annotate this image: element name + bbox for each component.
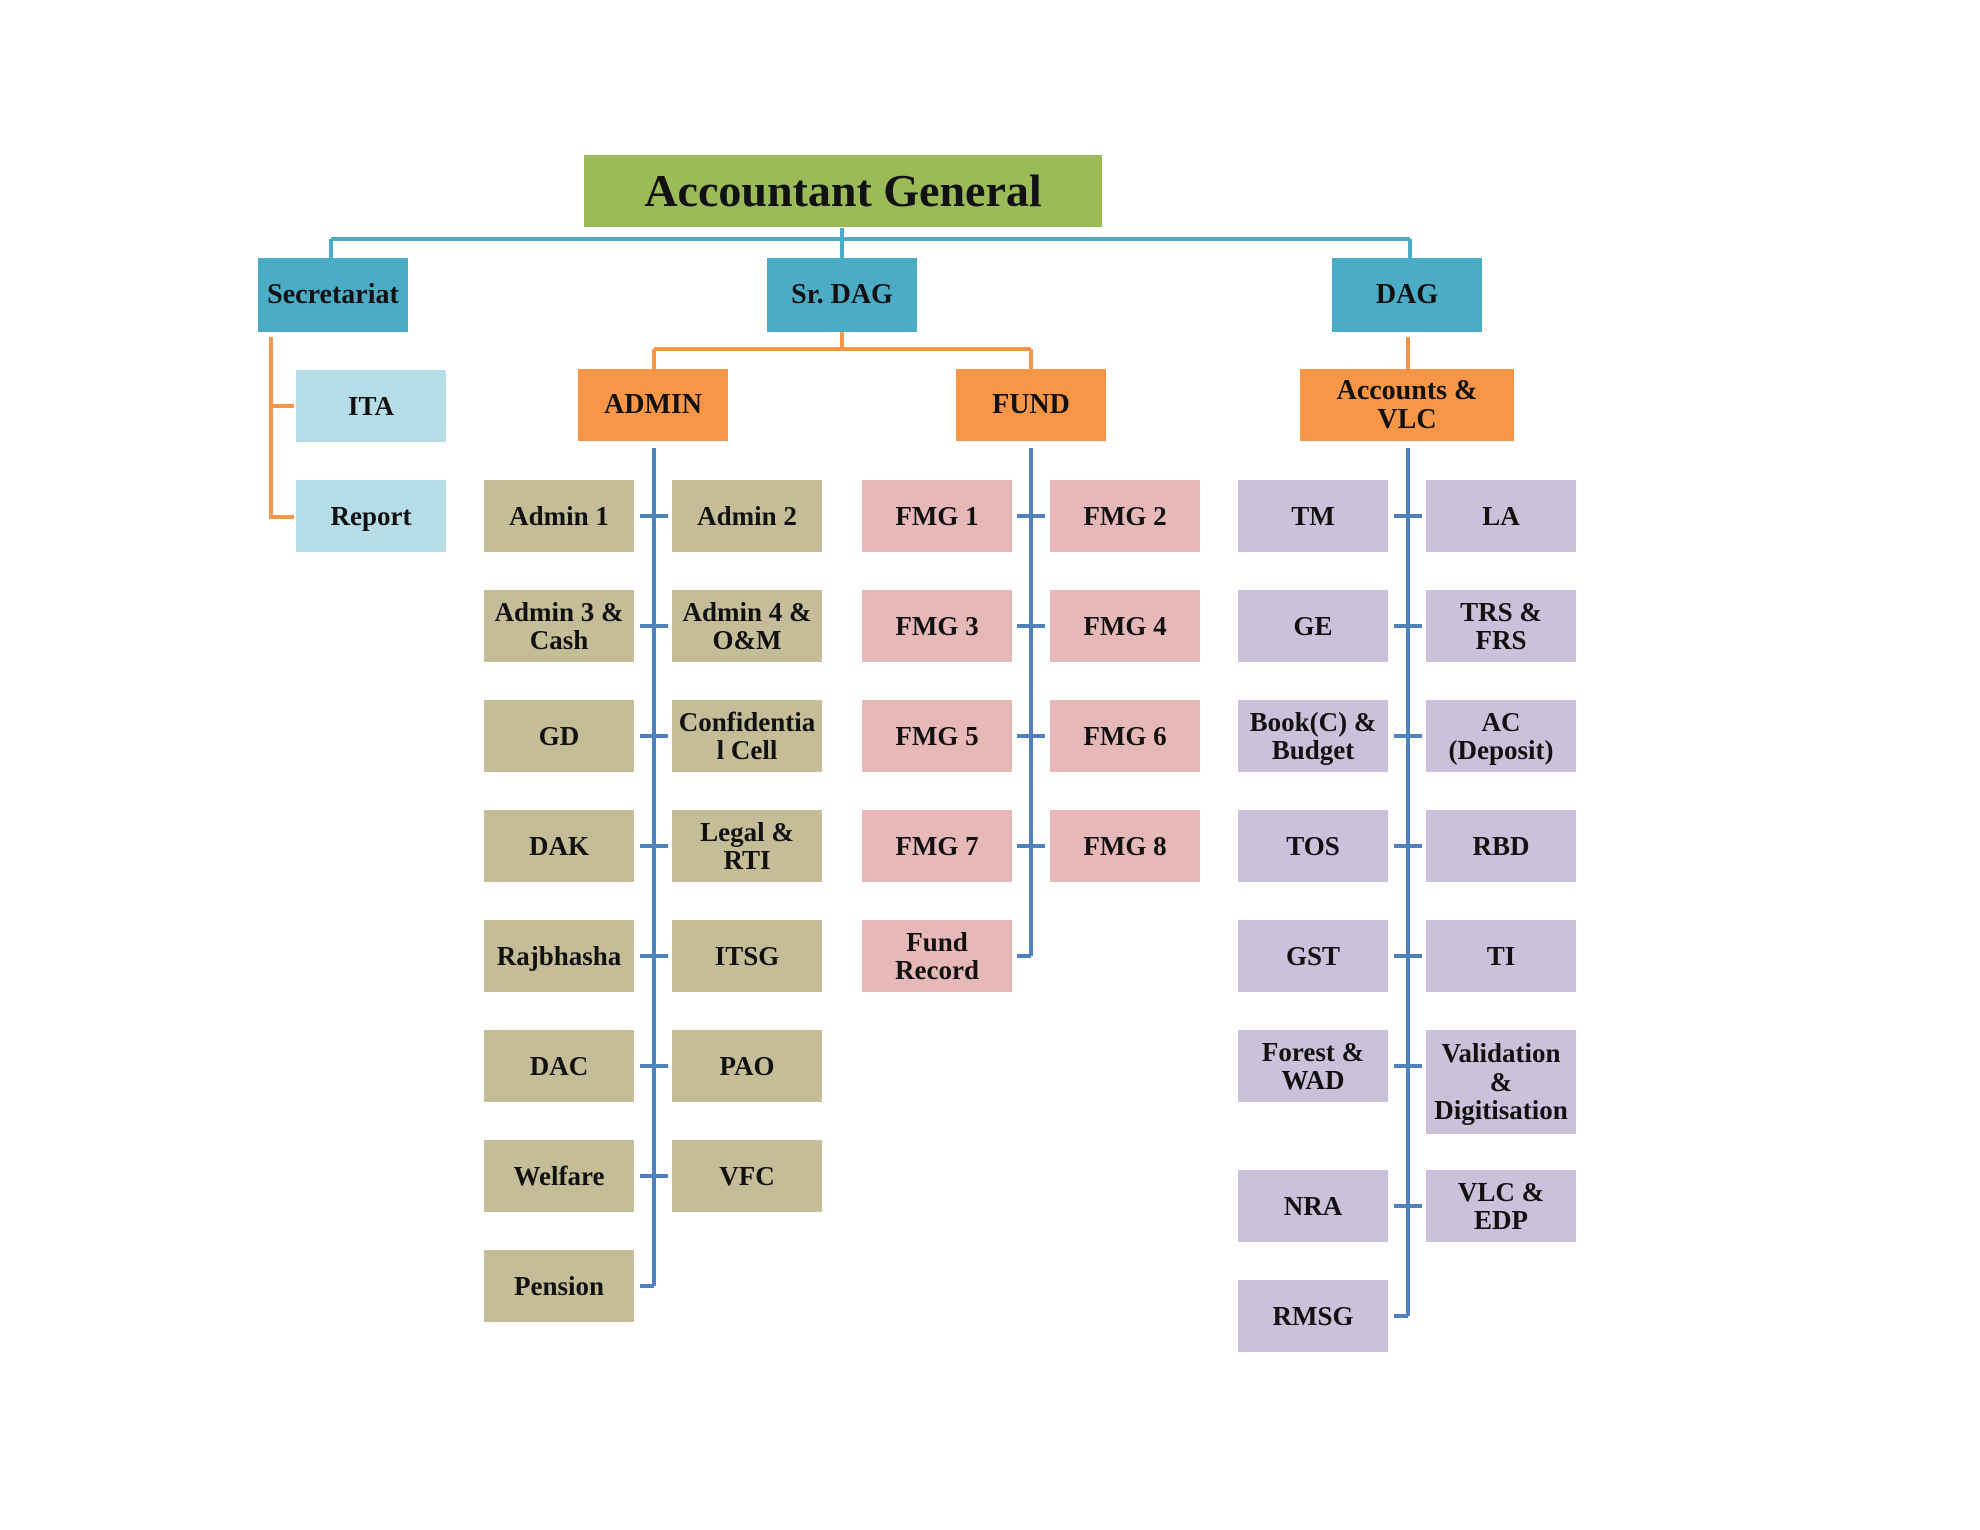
sr-dag-node-label: Sr. DAG bbox=[791, 279, 893, 311]
dag-node: DAG bbox=[1332, 258, 1482, 332]
accounts-item-label: VLC & EDP bbox=[1457, 1176, 1545, 1235]
accounts-item: GST bbox=[1238, 920, 1388, 992]
accountant-general-node: Accountant General bbox=[584, 155, 1102, 227]
report-node-label: Report bbox=[330, 500, 412, 531]
accounts-vlc-node: Accounts & VLC bbox=[1300, 369, 1514, 441]
accounts-item: RBD bbox=[1426, 810, 1576, 882]
admin-item-label: Admin 3 & Cash bbox=[494, 596, 624, 655]
report-node: Report bbox=[296, 480, 446, 552]
admin-item-label: Admin 4 & O&M bbox=[682, 596, 812, 655]
admin-item: Welfare bbox=[484, 1140, 634, 1212]
ita-node-label: ITA bbox=[347, 390, 394, 421]
accounts-item-label: RMSG bbox=[1272, 1300, 1354, 1331]
fund-item-label: FMG 4 bbox=[1083, 610, 1167, 641]
accounts-item: GE bbox=[1238, 590, 1388, 662]
accounts-vlc-node-label: Accounts & VLC bbox=[1336, 374, 1478, 435]
admin-item: Admin 1 bbox=[484, 480, 634, 552]
secretariat-node: Secretariat bbox=[258, 258, 408, 332]
admin-item-label: Admin 1 bbox=[509, 500, 609, 531]
sr-dag-node: Sr. DAG bbox=[767, 258, 917, 332]
accounts-item-label: Validation & Digitisation bbox=[1434, 1038, 1568, 1126]
accounts-item-label: GST bbox=[1285, 940, 1341, 971]
admin-item-label: PAO bbox=[719, 1050, 775, 1081]
accounts-item: NRA bbox=[1238, 1170, 1388, 1242]
accounts-item-label: RBD bbox=[1472, 830, 1530, 861]
admin-node: ADMIN bbox=[578, 369, 728, 441]
accounts-item: TM bbox=[1238, 480, 1388, 552]
accounts-item: Validation & Digitisation bbox=[1426, 1030, 1576, 1134]
accounts-item-label: Book(C) & Budget bbox=[1249, 706, 1377, 765]
secretariat-node-label: Secretariat bbox=[267, 279, 399, 311]
accounts-item-label: TM bbox=[1291, 500, 1335, 531]
admin-item: VFC bbox=[672, 1140, 822, 1212]
fund-item: FMG 3 bbox=[862, 590, 1012, 662]
fund-item: FMG 8 bbox=[1050, 810, 1200, 882]
accounts-item-label: TRS & FRS bbox=[1460, 596, 1542, 655]
fund-item-label: FMG 6 bbox=[1083, 720, 1167, 751]
admin-item: Rajbhasha bbox=[484, 920, 634, 992]
admin-item-label: Welfare bbox=[513, 1160, 605, 1191]
admin-item-label: DAC bbox=[529, 1050, 589, 1081]
fund-item: FMG 5 bbox=[862, 700, 1012, 772]
accounts-item: Forest & WAD bbox=[1238, 1030, 1388, 1102]
admin-item-label: Pension bbox=[513, 1270, 605, 1301]
admin-item: Confidentia l Cell bbox=[672, 700, 822, 772]
fund-item: FMG 2 bbox=[1050, 480, 1200, 552]
accounts-item-label: AC (Deposit) bbox=[1448, 706, 1554, 765]
admin-item: Admin 4 & O&M bbox=[672, 590, 822, 662]
fund-node: FUND bbox=[956, 369, 1106, 441]
accountant-general-node-label: Accountant General bbox=[644, 164, 1042, 216]
fund-item-label: FMG 3 bbox=[895, 610, 979, 641]
fund-item: FMG 1 bbox=[862, 480, 1012, 552]
admin-item-label: DAK bbox=[529, 830, 589, 861]
fund-item-label: FMG 8 bbox=[1083, 830, 1167, 861]
admin-item-label: VFC bbox=[719, 1160, 775, 1191]
fund-item: Fund Record bbox=[862, 920, 1012, 992]
fund-item: FMG 6 bbox=[1050, 700, 1200, 772]
accounts-item-label: TOS bbox=[1286, 830, 1340, 861]
admin-item: DAC bbox=[484, 1030, 634, 1102]
accounts-item: VLC & EDP bbox=[1426, 1170, 1576, 1242]
accounts-item-label: LA bbox=[1482, 500, 1520, 531]
fund-item-label: Fund Record bbox=[895, 926, 979, 985]
fund-item-label: FMG 5 bbox=[895, 720, 979, 751]
accounts-item: LA bbox=[1426, 480, 1576, 552]
connector-secretariat-report bbox=[269, 337, 294, 519]
accounts-item: TOS bbox=[1238, 810, 1388, 882]
admin-item: Legal & RTI bbox=[672, 810, 822, 882]
admin-item: Pension bbox=[484, 1250, 634, 1322]
admin-item: GD bbox=[484, 700, 634, 772]
accounts-item: RMSG bbox=[1238, 1280, 1388, 1352]
fund-item-label: FMG 7 bbox=[895, 830, 979, 861]
fund-item-label: FMG 1 bbox=[895, 500, 979, 531]
admin-item-label: Legal & RTI bbox=[700, 816, 794, 875]
fund-item: FMG 7 bbox=[862, 810, 1012, 882]
accounts-item: AC (Deposit) bbox=[1426, 700, 1576, 772]
admin-item: Admin 2 bbox=[672, 480, 822, 552]
admin-item-label: GD bbox=[538, 720, 580, 751]
dag-node-label: DAG bbox=[1375, 279, 1439, 311]
admin-item: ITSG bbox=[672, 920, 822, 992]
admin-item: PAO bbox=[672, 1030, 822, 1102]
admin-item: DAK bbox=[484, 810, 634, 882]
accounts-item-label: GE bbox=[1293, 610, 1333, 641]
ita-node: ITA bbox=[296, 370, 446, 442]
accounts-item-label: TI bbox=[1486, 940, 1516, 971]
admin-node-label: ADMIN bbox=[604, 389, 702, 421]
admin-item-label: ITSG bbox=[714, 940, 780, 971]
admin-item-label: Confidentia l Cell bbox=[678, 706, 816, 765]
fund-node-label: FUND bbox=[992, 389, 1070, 421]
accounts-item-label: NRA bbox=[1283, 1190, 1343, 1221]
accounts-item: TRS & FRS bbox=[1426, 590, 1576, 662]
fund-item: FMG 4 bbox=[1050, 590, 1200, 662]
fund-item-label: FMG 2 bbox=[1083, 500, 1167, 531]
admin-item-label: Rajbhasha bbox=[496, 940, 622, 971]
admin-item-label: Admin 2 bbox=[697, 500, 797, 531]
accounts-item: Book(C) & Budget bbox=[1238, 700, 1388, 772]
accounts-item: TI bbox=[1426, 920, 1576, 992]
admin-item: Admin 3 & Cash bbox=[484, 590, 634, 662]
accounts-item-label: Forest & WAD bbox=[1261, 1036, 1365, 1095]
